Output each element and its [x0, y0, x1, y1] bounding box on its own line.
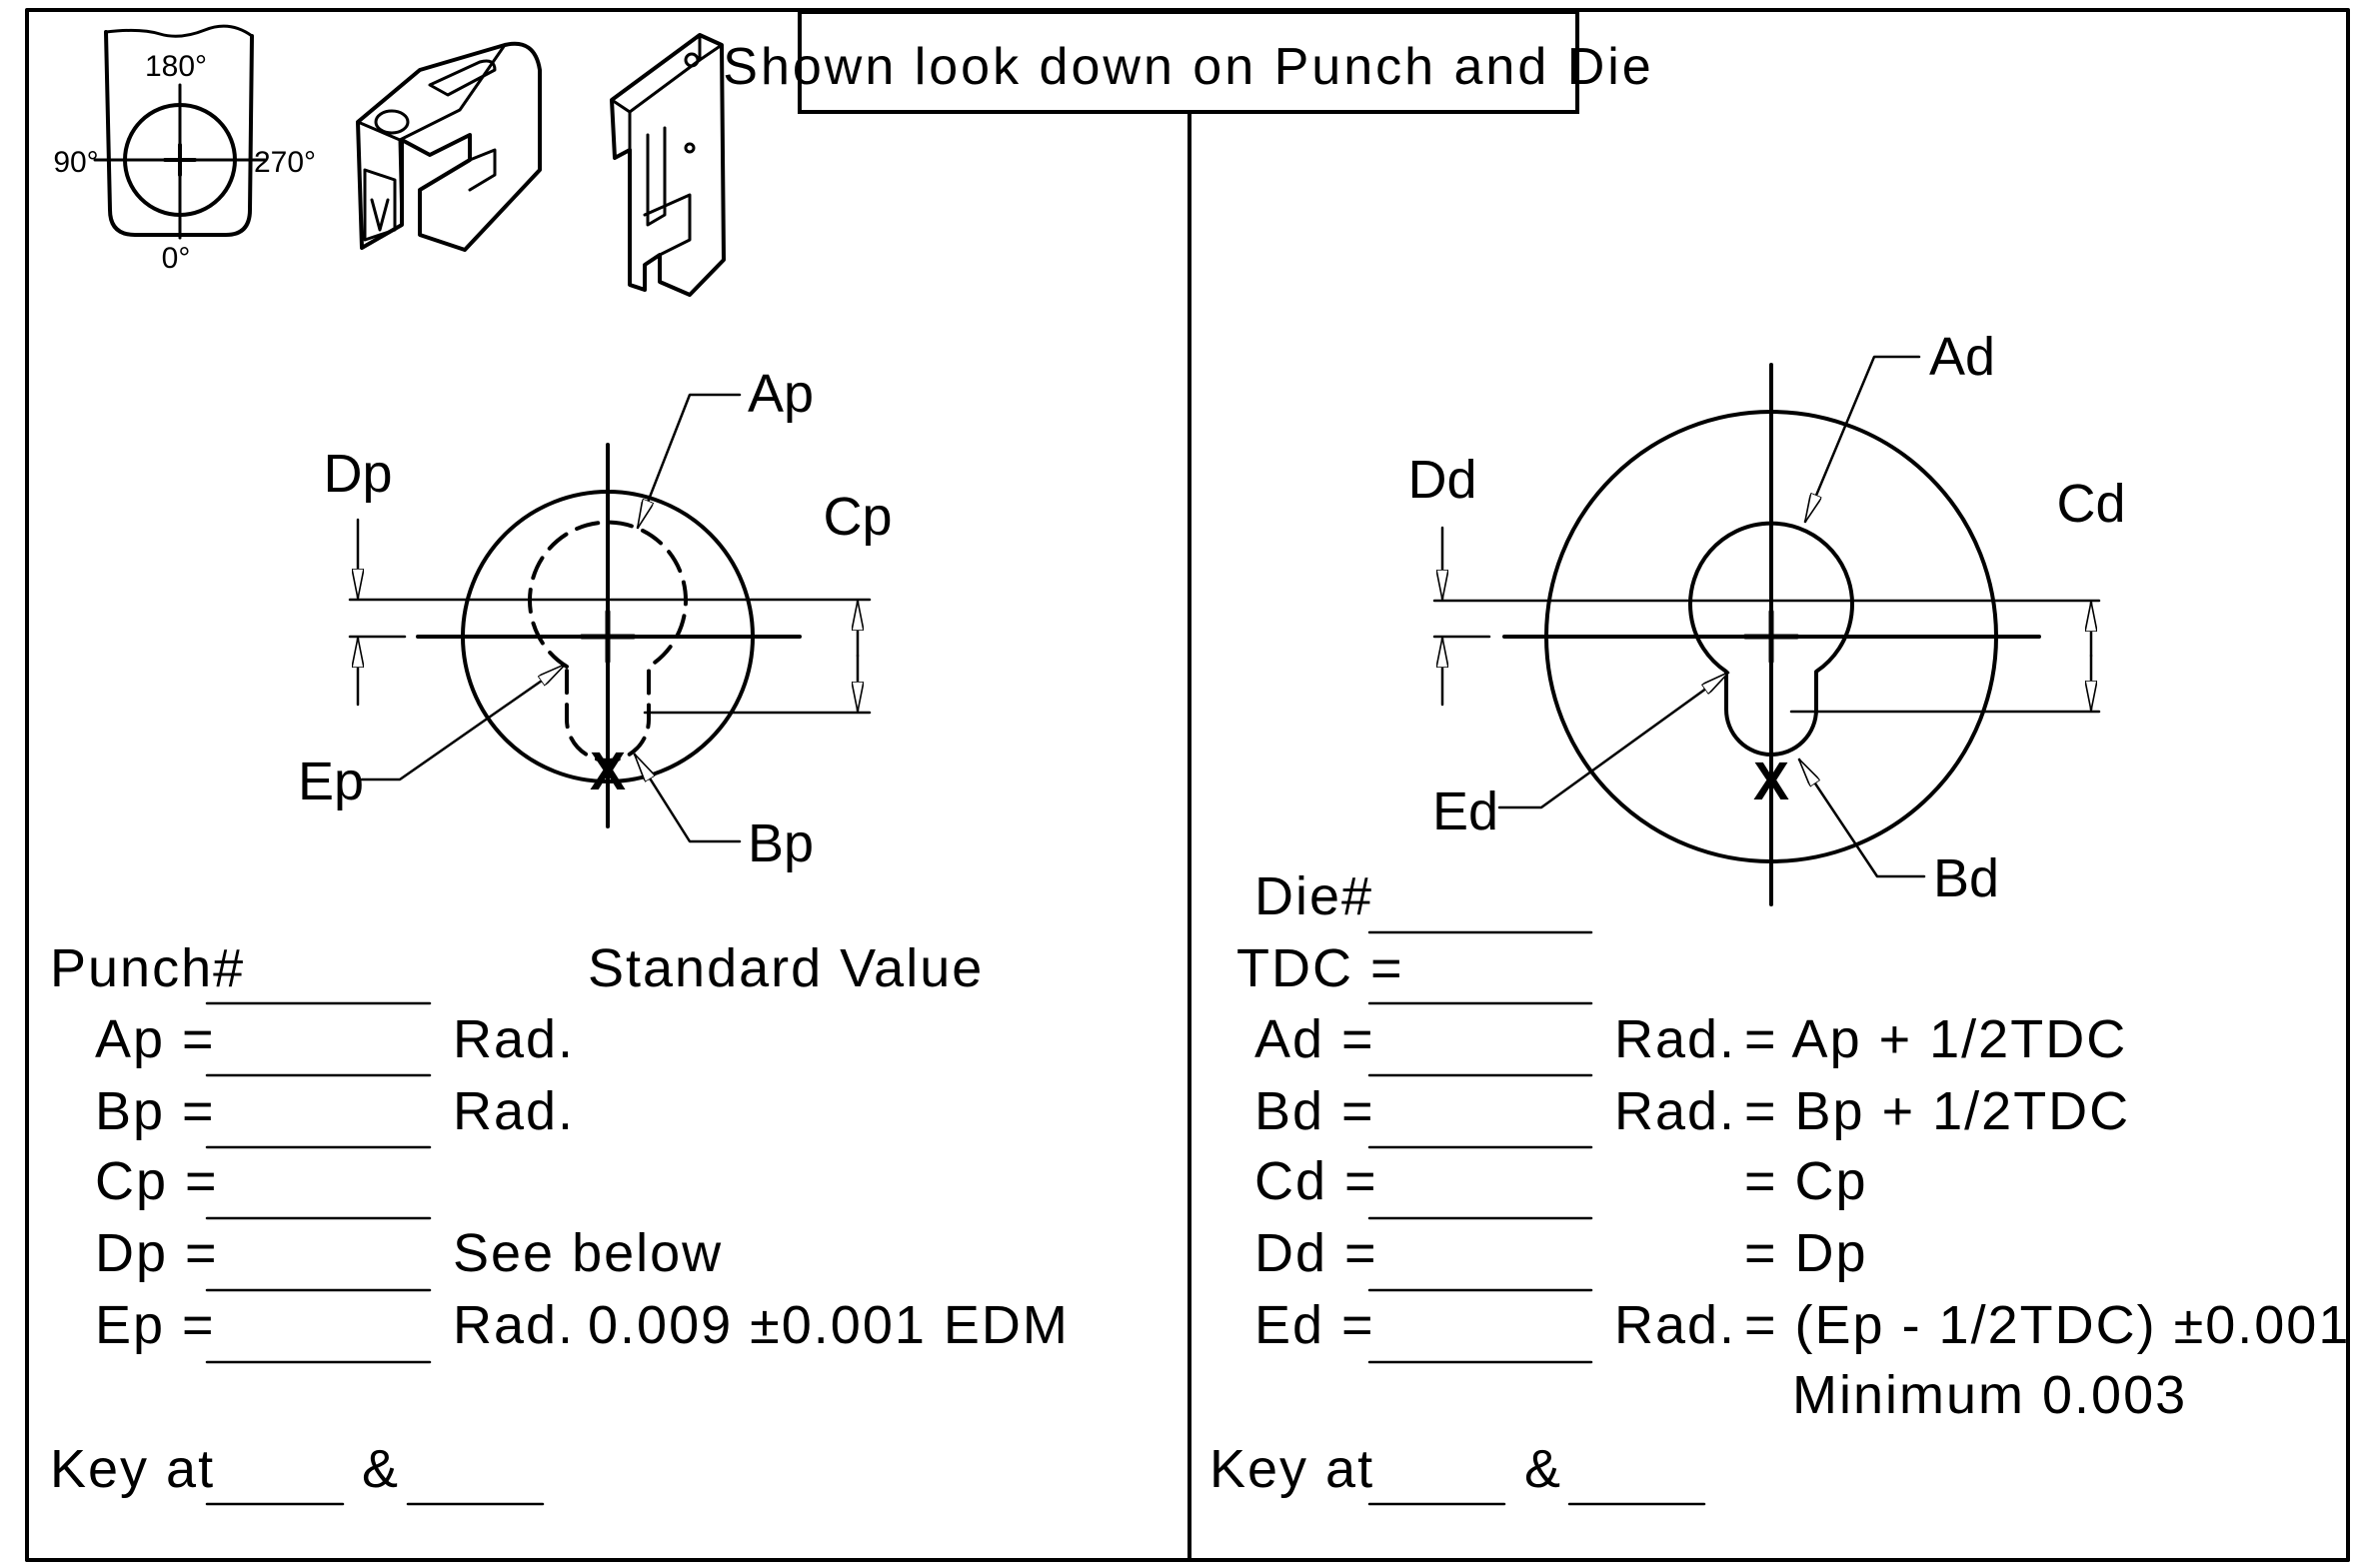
die-key-label: Key at	[1209, 1439, 1374, 1499]
punch-key-sep: &	[362, 1439, 400, 1499]
punch-row-unit: Rad.	[453, 1295, 575, 1355]
die-form: Die# TDC = Ad = Rad. = Ap + 1/2TDC Bd = …	[1209, 866, 2350, 1506]
punch-label-ep: Ep	[298, 752, 364, 811]
punch-label-bp: Bp	[748, 813, 814, 873]
die-row-formula: = Cp	[1744, 1151, 1868, 1211]
die-key-sep: &	[1524, 1439, 1562, 1499]
die-label-ad: Ad	[1929, 327, 1995, 387]
die-row-label: Ad =	[1254, 1009, 1375, 1069]
punch-number-label: Punch#	[50, 938, 245, 998]
angle-label-270: 270°	[254, 146, 316, 179]
punch-diagram: X Dp Cp Ap Bp Ep	[298, 364, 893, 873]
punch-form: Punch# Standard Value Ap = Rad. Bp = Rad…	[50, 938, 1070, 1506]
die-diagram: X Dd Cd Ad Bd Ed	[1407, 327, 2125, 908]
punch-row-unit: Rad.	[453, 1081, 575, 1141]
punch-label-cp: Cp	[823, 487, 892, 547]
punch-holder-sketch	[610, 33, 726, 297]
die-row-label: Ed =	[1254, 1295, 1375, 1355]
title-text: Shown look down on Punch and Die	[723, 38, 1653, 96]
punch-row-label: Cp =	[95, 1151, 219, 1211]
punch-row-label: Bp =	[95, 1081, 216, 1141]
title-box: Shown look down on Punch and Die	[723, 10, 1653, 114]
die-row-label: Bd =	[1254, 1081, 1375, 1141]
die-row-unit: Rad.	[1614, 1009, 1736, 1069]
orientation-key-icon: 180° 90° 270° 0°	[53, 24, 316, 275]
die-label-cd: Cd	[2056, 474, 2125, 534]
punch-row-label: Dp =	[95, 1223, 219, 1283]
punch-row-label: Ep =	[95, 1295, 216, 1355]
angle-label-90: 90°	[53, 146, 98, 179]
die-row-unit: Rad.	[1614, 1081, 1736, 1141]
punch-key-mark: X	[590, 742, 626, 801]
die-row-formula: = Dp	[1744, 1223, 1868, 1283]
punch-row-unit: See below	[453, 1223, 723, 1283]
angle-label-180: 180°	[145, 50, 207, 83]
die-row-label: Cd =	[1254, 1151, 1378, 1211]
die-label-ed: Ed	[1432, 782, 1498, 841]
die-label-dd: Dd	[1407, 450, 1476, 510]
die-row-unit: Rad.	[1614, 1295, 1736, 1355]
punch-label-dp: Dp	[323, 444, 392, 504]
punch-label-ap: Ap	[748, 364, 814, 424]
die-row-formula: = Bp + 1/2TDC	[1744, 1081, 2130, 1141]
punch-row-unit: Rad.	[453, 1009, 575, 1069]
die-key-mark: X	[1753, 752, 1789, 811]
die-number-label: Die#	[1254, 866, 1373, 926]
punch-standard-header: Standard Value	[588, 938, 984, 998]
punch-row-standard: 0.009 ±0.001 EDM	[588, 1295, 1070, 1355]
die-tdc-label: TDC =	[1236, 938, 1404, 998]
die-row-formula: = (Ep - 1/2TDC) ±0.001	[1744, 1295, 2350, 1355]
die-label-bd: Bd	[1933, 848, 1999, 908]
angle-label-0: 0°	[162, 242, 191, 275]
c-frame-tool-sketch	[356, 41, 542, 252]
die-row-formula: = Ap + 1/2TDC	[1744, 1009, 2127, 1069]
die-row-label: Dd =	[1254, 1223, 1378, 1283]
punch-row-label: Ap =	[95, 1009, 216, 1069]
die-minimum-note: Minimum 0.003	[1792, 1365, 2187, 1425]
punch-key-label: Key at	[50, 1439, 215, 1499]
